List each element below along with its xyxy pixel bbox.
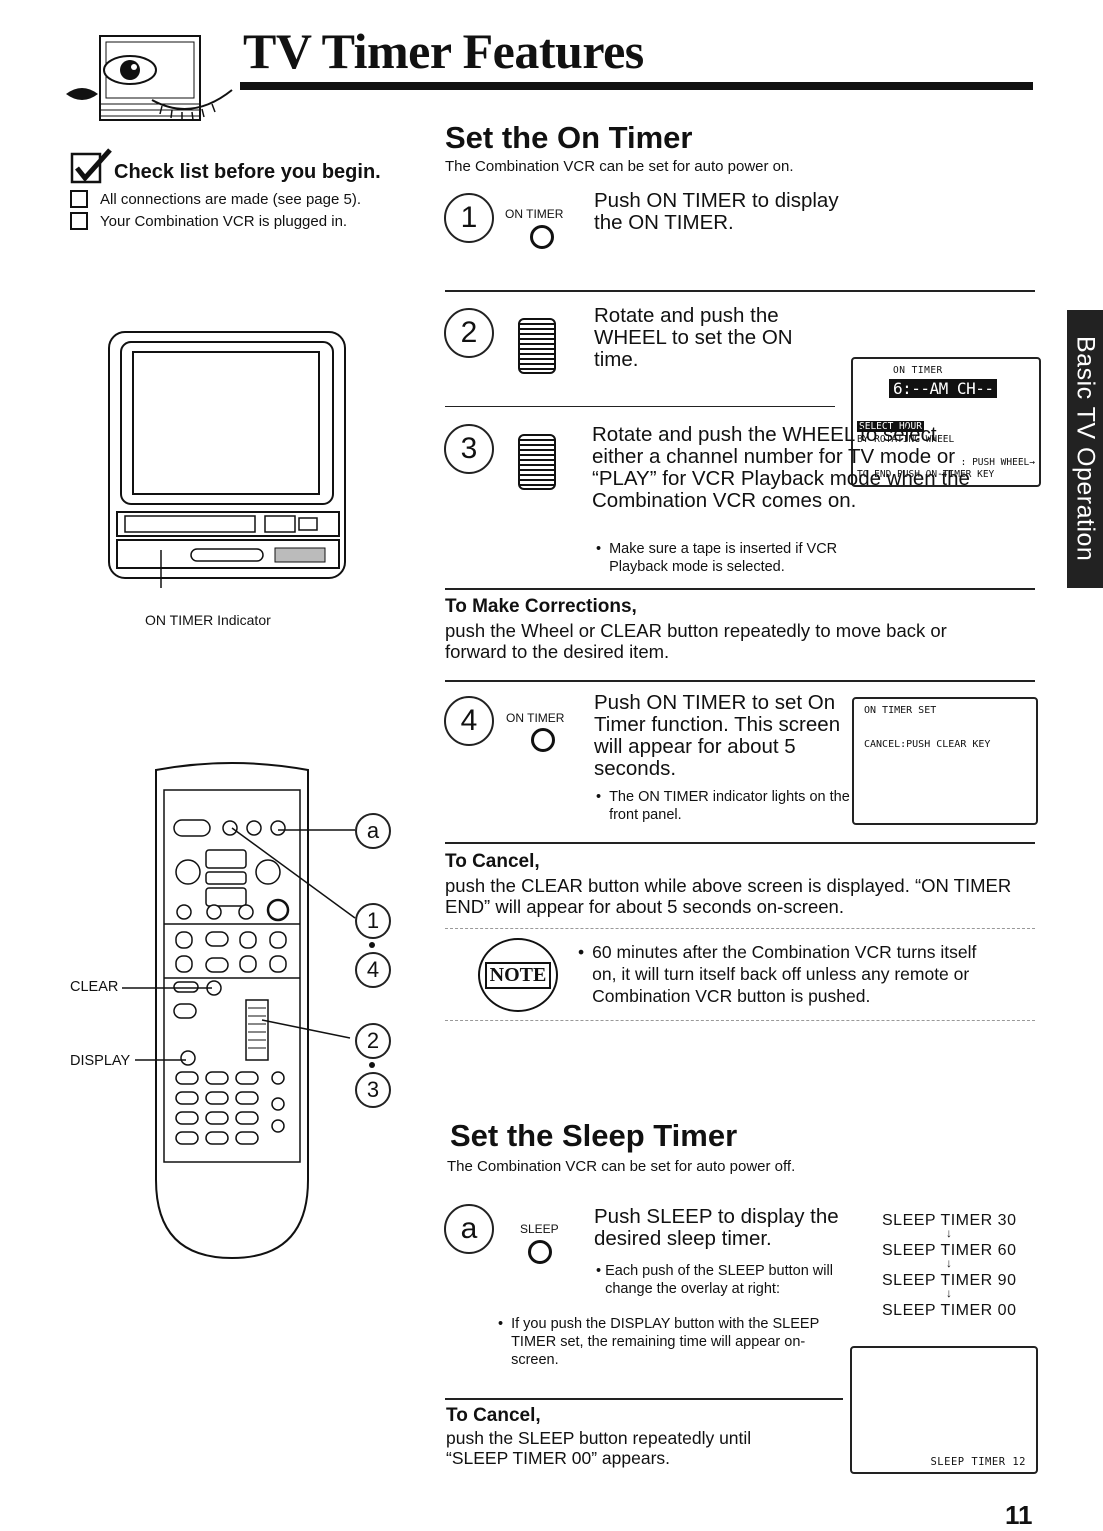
sleep-cancel-heading: To Cancel, [446, 1405, 541, 1426]
page-title: TV Timer Features [243, 23, 644, 79]
on-timer-button-label: ON TIMER [505, 207, 564, 221]
step-a-bullet: •Each push of the SLEEP button will chan… [596, 1262, 851, 1298]
note-bullet: •60 minutes after the Combination VCR tu… [578, 941, 998, 1007]
arrow-down-icon: ↓ [946, 1256, 952, 1270]
step-4-bullet: •The ON TIMER indicator lights on the fr… [596, 789, 850, 823]
on-timer-screen: ON TIMER 6:--AM CH-- SELECT HOUR BY ROTA… [851, 357, 1041, 487]
note-label: NOTE [484, 961, 552, 989]
dashed-divider [445, 1020, 1035, 1021]
step-4-bullet-text: The ON TIMER indicator lights on the fro… [609, 789, 850, 823]
arrow-down-icon: ↓ [946, 1286, 952, 1300]
on-timer-button-icon [531, 728, 555, 752]
sleep-sequence-item: SLEEP TIMER 60 [882, 1242, 1017, 1259]
callout-3: 3 [355, 1072, 391, 1108]
corrections-heading: To Make Corrections, [445, 596, 637, 617]
on-timer-subtitle: The Combination VCR can be set for auto … [445, 158, 794, 175]
callout-dot [369, 942, 375, 948]
callout-a: a [355, 813, 391, 849]
screen-sleep-value: SLEEP TIMER 12 [930, 1456, 1026, 1468]
screen-line-1: ON TIMER SET [864, 705, 937, 716]
sleep-sequence-item: SLEEP TIMER 30 [882, 1212, 1017, 1229]
header-logo [62, 30, 237, 130]
checklist-heading: Check list before you begin. [114, 161, 381, 183]
screen-hint-select: SELECT HOUR [857, 421, 924, 432]
on-timer-button-icon [530, 225, 554, 249]
step-1-badge: 1 [444, 193, 494, 243]
step-3-badge: 3 [444, 424, 494, 474]
title-rule [240, 82, 1033, 90]
cancel-text: push the CLEAR button while above screen… [445, 875, 1012, 917]
tv-illustration [105, 328, 350, 588]
checkbox [70, 190, 88, 208]
checklist-item: All connections are made (see page 5). [100, 190, 361, 208]
step-3-text: Rotate and push the WHEEL to select eith… [592, 423, 970, 512]
callout-1: 1 [355, 903, 391, 939]
screen-line-2: CANCEL:PUSH CLEAR KEY [864, 739, 991, 750]
checkmark-icon [70, 148, 112, 184]
step-1-text: Push ON TIMER to display the ON TIMER. [594, 189, 839, 234]
divider [445, 290, 1035, 292]
sleep-button-icon [528, 1240, 552, 1264]
step-a-badge: a [444, 1204, 494, 1254]
checkbox [70, 212, 88, 230]
screen-hint-rotate: BY ROTATING WHEEL [857, 434, 955, 445]
sleep-timer-screen: SLEEP TIMER 12 [850, 1346, 1038, 1474]
step-a-bullet-text: Each push of the SLEEP button will chang… [605, 1263, 833, 1297]
remote-illustration [150, 760, 315, 1265]
arrow-down-icon: ↓ [946, 1226, 952, 1240]
callout-2: 2 [355, 1023, 391, 1059]
sleep-timer-subtitle: The Combination VCR can be set for auto … [447, 1158, 796, 1175]
callout-dot [369, 1062, 375, 1068]
checklist: Check list before you begin. All connect… [70, 148, 410, 230]
sleep-cancel-text: push the SLEEP button repeatedly until “… [446, 1428, 752, 1468]
screen-hint-push: : PUSH WHEEL→ [960, 457, 1035, 468]
step-3-bullet-text: Make sure a tape is inserted if VCR Play… [609, 541, 838, 575]
note-badge: NOTE [478, 938, 558, 1012]
divider [445, 842, 1035, 844]
tv-indicator-label: ON TIMER Indicator [145, 612, 271, 628]
step-2-badge: 2 [444, 308, 494, 358]
sleep-sequence-item: SLEEP TIMER 00 [882, 1302, 1017, 1319]
sleep-sequence-item: SLEEP TIMER 90 [882, 1272, 1017, 1289]
cancel-heading: To Cancel, [445, 851, 540, 872]
sleep-button-label: SLEEP [520, 1222, 559, 1236]
step-a-text: Push SLEEP to display the desired sleep … [594, 1205, 839, 1250]
wheel-icon [518, 434, 556, 490]
display-note: •If you push the DISPLAY button with the… [498, 1315, 838, 1369]
note-text: 60 minutes after the Combination VCR tur… [592, 942, 977, 1006]
checklist-item: Your Combination VCR is plugged in. [100, 212, 348, 230]
step-2-text: Rotate and push the WHEEL to set the ON … [594, 304, 793, 371]
on-timer-set-screen: ON TIMER SET CANCEL:PUSH CLEAR KEY [852, 697, 1038, 825]
step-3-bullet: •Make sure a tape is inserted if VCR Pla… [596, 540, 866, 576]
sleep-timer-heading: Set the Sleep Timer [450, 1118, 738, 1153]
divider [445, 1398, 843, 1400]
wheel-icon [518, 318, 556, 374]
screen-time-value: 6:--AM CH-- [889, 379, 998, 398]
divider [445, 680, 1035, 682]
display-label: DISPLAY [70, 1053, 131, 1069]
remote-callout-lines [122, 827, 356, 1061]
section-tab: Basic TV Operation [1067, 310, 1103, 588]
on-timer-heading: Set the On Timer [445, 120, 693, 155]
sleep-sequence: SLEEP TIMER 30 SLEEP TIMER 60 SLEEP TIME… [882, 1206, 1016, 1326]
eye-clock-icon [66, 35, 233, 121]
step-4-badge: 4 [444, 696, 494, 746]
clear-label: CLEAR [70, 979, 119, 995]
divider [445, 588, 1035, 590]
display-note-text: If you push the DISPLAY button with the … [511, 1316, 819, 1368]
screen-hint-end: TO END PUSH ON-TIMER KEY [857, 469, 995, 480]
dashed-divider [445, 928, 1035, 929]
callout-4: 4 [355, 952, 391, 988]
corrections-text: push the Wheel or CLEAR button repeatedl… [445, 620, 947, 662]
on-timer-button-label: ON TIMER [506, 711, 565, 725]
page-number: 11 [1005, 1500, 1033, 1530]
divider [445, 406, 835, 407]
step-4-text: Push ON TIMER to set On Timer function. … [594, 691, 841, 780]
screen-title: ON TIMER [893, 365, 943, 376]
